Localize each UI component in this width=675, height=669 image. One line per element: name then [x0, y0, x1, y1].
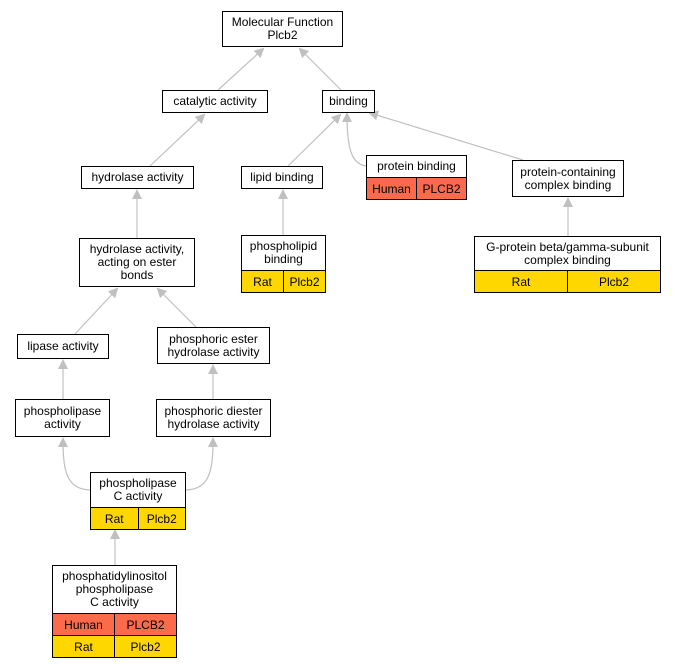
node-label: lipase activity [27, 339, 99, 353]
node-label: phosphatidylinositol phospholipase C act… [62, 569, 167, 609]
node-binding[interactable]: binding [322, 90, 375, 113]
annotation-gene: PLCB2 [416, 178, 466, 199]
node-label: catalytic activity [173, 94, 257, 108]
edge-catalytic-to-mf [217, 47, 265, 91]
node-g-protein-complex-binding[interactable]: G-protein beta/gamma-subunit complex bin… [474, 236, 661, 293]
node-label: phosphoric diester hydrolase activity [164, 404, 263, 431]
node-label: hydrolase activity, acting on ester bond… [89, 242, 185, 282]
annotation-species: Rat [242, 271, 283, 292]
node-label: phosphoric ester hydrolase activity [167, 331, 260, 359]
edge-phosphoric-ester-to-hydrolase-ester [156, 287, 197, 328]
node-catalytic-activity[interactable]: catalytic activity [162, 90, 268, 113]
node-lipase-activity[interactable]: lipase activity [17, 334, 109, 359]
node-label: phospholipid binding [249, 239, 318, 266]
node-protein-containing-complex-binding[interactable]: protein-containing complex binding [512, 160, 624, 197]
edge-complex-binding-to-binding [368, 110, 524, 161]
node-label: lipid binding [250, 170, 314, 184]
node-label: G-protein beta/gamma-subunit complex bin… [486, 239, 649, 267]
annotation-species: Rat [91, 508, 138, 529]
edge-lipid-binding-to-binding [287, 113, 342, 167]
annotation-gene: Plcb2 [567, 271, 660, 292]
node-phospholipase-activity[interactable]: phospholipase activity [15, 399, 110, 437]
node-hydrolase-activity-ester-bonds[interactable]: hydrolase activity, acting on ester bond… [79, 238, 195, 287]
edge-plc-to-phosphoric-diester [184, 437, 218, 491]
edge-binding-to-mf [298, 47, 342, 91]
annotation-species: Rat [475, 271, 567, 292]
annotation-gene: Plcb2 [137, 508, 185, 529]
node-label: phospholipase C activity [99, 476, 177, 503]
edge-lipase-to-hydrolase-ester [74, 287, 119, 335]
annotation-gene: Plcb2 [114, 636, 176, 657]
node-lipid-binding[interactable]: lipid binding [241, 166, 323, 189]
node-label: phospholipase activity [23, 404, 102, 431]
node-molecular-function[interactable]: Molecular Function Plcb2 [222, 11, 343, 47]
edge-hydrolase-to-catalytic [149, 113, 206, 167]
annotation-species: Human [53, 614, 114, 635]
edge-protein-binding-to-binding [342, 112, 367, 167]
annotation-species: Rat [53, 636, 114, 657]
edge-plc-to-phospholipase [58, 437, 92, 491]
node-label: protein binding [377, 159, 456, 173]
annotation-species: Human [367, 178, 416, 199]
node-hydrolase-activity[interactable]: hydrolase activity [81, 166, 194, 189]
node-phosphoric-ester-hydrolase-activity[interactable]: phosphoric ester hydrolase activity [157, 327, 270, 364]
annotation-gene: Plcb2 [283, 271, 325, 292]
node-label: Molecular Function Plcb2 [231, 15, 334, 42]
node-label: binding [329, 94, 368, 108]
node-phosphatidylinositol-phospholipase-c-activity[interactable]: phosphatidylinositol phospholipase C act… [52, 565, 177, 658]
node-label: hydrolase activity [91, 170, 184, 184]
annotation-gene: PLCB2 [114, 614, 176, 635]
node-label: protein-containing complex binding [520, 164, 616, 192]
node-phosphoric-diester-hydrolase-activity[interactable]: phosphoric diester hydrolase activity [156, 399, 271, 437]
